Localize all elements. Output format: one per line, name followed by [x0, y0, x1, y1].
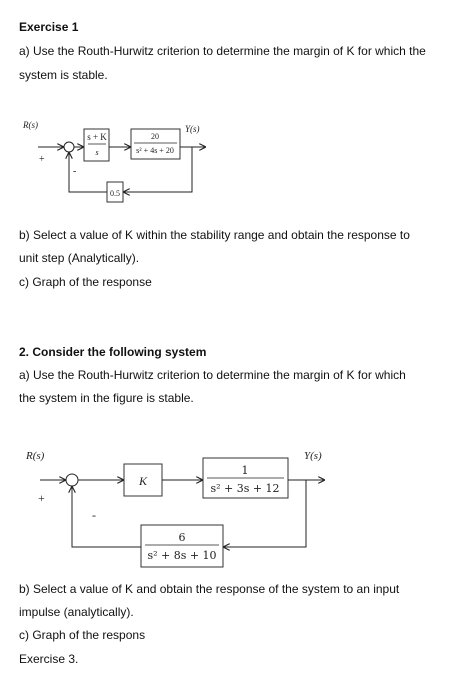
exercise-2-block-diagram: R(s) + - K 1 s² + 3s + 12 Y(s) 6 s² + 8s… [25, 450, 325, 568]
ex2-feedback-numerator: 6 [179, 531, 186, 544]
exercise-2-part-a-line-2: the system in the figure is stable. [19, 391, 194, 405]
ex1-feedback-path-out [69, 152, 107, 193]
ex2-output-label: Y(s) [304, 450, 322, 462]
ex2-plant-denominator: s² + 3s + 12 [210, 482, 279, 495]
ex2-feedback-denominator: s² + 8s + 10 [147, 549, 216, 562]
ex1-output-label: Y(s) [185, 124, 200, 134]
ex1-summing-junction [63, 141, 75, 153]
exercise-1-title: Exercise 1 [19, 20, 79, 34]
exercise-3-title: Exercise 3. [19, 652, 79, 666]
ex1-plant-numerator: 20 [151, 132, 159, 141]
ex1-controller-block [83, 128, 110, 162]
ex1-controller-denominator: s [95, 148, 98, 157]
ex2-summing-junction [65, 473, 79, 487]
ex1-minus-sign: - [73, 166, 76, 177]
ex2-plant-numerator: 1 [242, 464, 249, 477]
ex1-input-label: R(s) [22, 120, 38, 130]
ex2-feedback-path-out [72, 486, 141, 548]
exercise-1-block-diagram: R(s) + - s + K s 20 s² + 4s + 20 Y(s) 0.… [22, 120, 206, 203]
ex1-plus-sign: + [39, 154, 45, 165]
ex1-plant-block [130, 128, 181, 160]
ex2-minus-sign: - [92, 508, 96, 522]
ex1-plant-denominator: s² + 4s + 20 [136, 146, 174, 155]
exercise-1-part-a-line-2: system is stable. [19, 68, 108, 82]
exercise-1-part-b-line-1: b) Select a value of K within the stabil… [19, 228, 410, 242]
ex1-feedback-gain: 0.5 [110, 189, 120, 198]
ex1-feedback-path-in [123, 147, 193, 192]
ex2-feedback-path-in [223, 480, 307, 547]
ex2-feedback-block [140, 524, 224, 568]
ex2-plus-sign: + [38, 491, 45, 505]
exercise-2-part-b-line-1: b) Select a value of K and obtain the re… [19, 582, 400, 596]
exercise-1-part-b-line-2: unit step (Analytically). [19, 251, 140, 265]
ex2-gain-block [123, 463, 163, 497]
exercise-1-part-c: c) Graph of the response [19, 275, 152, 289]
exercise-2-part-b-line-2: impulse (analytically). [19, 605, 134, 619]
exercise-2-part-a-line-1: a) Use the Routh-Hurwitz criterion to de… [19, 368, 406, 382]
exercise-1-part-a-line-1: a) Use the Routh-Hurwitz criterion to de… [19, 44, 426, 58]
exercise-2-part-c: c) Graph of the respons [19, 628, 146, 642]
ex2-input-label: R(s) [25, 450, 45, 462]
exercise-2-title: 2. Consider the following system [19, 345, 207, 359]
ex2-gain-label: K [138, 474, 148, 488]
ex1-controller-numerator: s + K [87, 132, 107, 142]
